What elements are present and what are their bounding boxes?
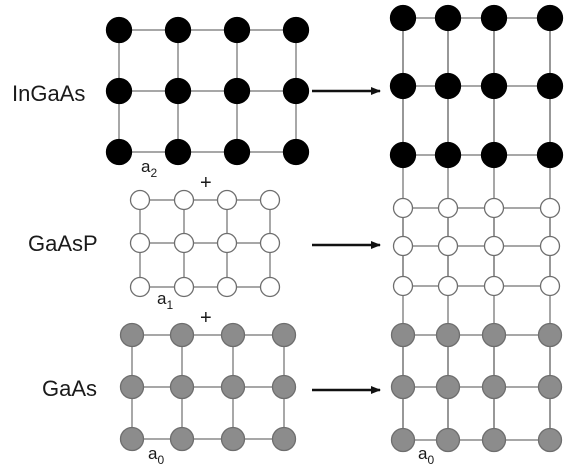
result-ingaas-atom — [434, 72, 462, 100]
gaasp-lattice-atom — [259, 189, 281, 211]
result-gaas-atom — [537, 322, 563, 348]
result-gaasp-atom — [392, 275, 414, 297]
ingaas-lattice-atom — [223, 138, 251, 166]
gaasp-lattice-atom — [173, 232, 195, 254]
gaas-lattice-atom — [169, 426, 195, 452]
result-gaas-atom — [537, 427, 563, 453]
gaas-lattice-atom — [119, 322, 145, 348]
result-ingaas-atom — [536, 72, 564, 100]
gaas-lattice-atom — [220, 322, 246, 348]
gaasp-lattice-atom — [259, 232, 281, 254]
gaas-lattice-atom — [119, 374, 145, 400]
ingaas-lattice-atom — [105, 77, 133, 105]
plus-operator-1: + — [200, 172, 212, 194]
lattice-constant-a1: a1 — [157, 289, 173, 312]
label-gaasp: GaAsP — [28, 231, 98, 256]
result-gaas-atom — [390, 322, 416, 348]
ingaas-lattice-atom — [164, 77, 192, 105]
gaas-lattice-atom — [220, 426, 246, 452]
result-gaasp-atom — [539, 275, 561, 297]
label-gaas: GaAs — [42, 376, 97, 401]
result-lattice-constant-a0: a0 — [418, 444, 434, 467]
gaas-lattice-atom — [271, 374, 297, 400]
result-gaasp-atom — [539, 235, 561, 257]
gaasp-lattice-atom — [216, 232, 238, 254]
result-ingaas-atom — [389, 72, 417, 100]
result-ingaas-atom — [480, 4, 508, 32]
gaasp-lattice-atom — [173, 276, 195, 298]
result-gaas-atom — [537, 374, 563, 400]
gaasp-lattice-atom — [129, 232, 151, 254]
gaas-lattice-atom — [271, 426, 297, 452]
gaas-lattice-atom — [169, 322, 195, 348]
ingaas-lattice-atom — [164, 16, 192, 44]
ingaas-lattice-atom — [282, 77, 310, 105]
result-gaasp-atom — [483, 235, 505, 257]
result-gaasp-atom — [437, 197, 459, 219]
result-gaasp-atom — [392, 197, 414, 219]
result-ingaas-atom — [434, 4, 462, 32]
result-gaasp-atom — [539, 197, 561, 219]
lattice-atoms — [105, 4, 564, 453]
result-ingaas-atom — [389, 4, 417, 32]
ingaas-lattice-atom — [282, 16, 310, 44]
label-ingaas: InGaAs — [12, 81, 85, 106]
lattice-constant-a2: a2 — [141, 157, 157, 180]
gaas-lattice-atom — [169, 374, 195, 400]
result-gaas-atom — [481, 322, 507, 348]
ingaas-lattice-atom — [282, 138, 310, 166]
gaas-lattice-atom — [119, 426, 145, 452]
plus-operator-2: + — [200, 307, 212, 329]
result-ingaas-atom — [434, 141, 462, 169]
gaasp-lattice-atom — [173, 189, 195, 211]
result-ingaas-atom — [389, 141, 417, 169]
result-gaas-atom — [435, 374, 461, 400]
gaasp-lattice-atom — [216, 189, 238, 211]
result-gaasp-atom — [437, 235, 459, 257]
result-gaasp-atom — [483, 197, 505, 219]
result-ingaas-atom — [536, 4, 564, 32]
gaasp-lattice-atom — [259, 276, 281, 298]
result-gaasp-atom — [437, 275, 459, 297]
ingaas-lattice-atom — [223, 16, 251, 44]
gaasp-lattice-atom — [129, 189, 151, 211]
result-gaas-atom — [390, 374, 416, 400]
result-ingaas-atom — [480, 141, 508, 169]
gaas-lattice-atom — [220, 374, 246, 400]
result-gaasp-atom — [483, 275, 505, 297]
result-ingaas-atom — [480, 72, 508, 100]
lattice-constant-a0: a0 — [148, 444, 164, 467]
ingaas-lattice-atom — [164, 138, 192, 166]
result-ingaas-atom — [536, 141, 564, 169]
ingaas-lattice-atom — [105, 16, 133, 44]
result-gaas-atom — [390, 427, 416, 453]
ingaas-lattice-atom — [105, 138, 133, 166]
gaasp-lattice-atom — [129, 276, 151, 298]
ingaas-lattice-atom — [223, 77, 251, 105]
result-gaasp-atom — [392, 235, 414, 257]
gaas-lattice-atom — [271, 322, 297, 348]
result-gaas-atom — [435, 322, 461, 348]
result-gaas-atom — [481, 427, 507, 453]
result-gaas-atom — [481, 374, 507, 400]
gaasp-lattice-atom — [216, 276, 238, 298]
result-gaas-atom — [435, 427, 461, 453]
